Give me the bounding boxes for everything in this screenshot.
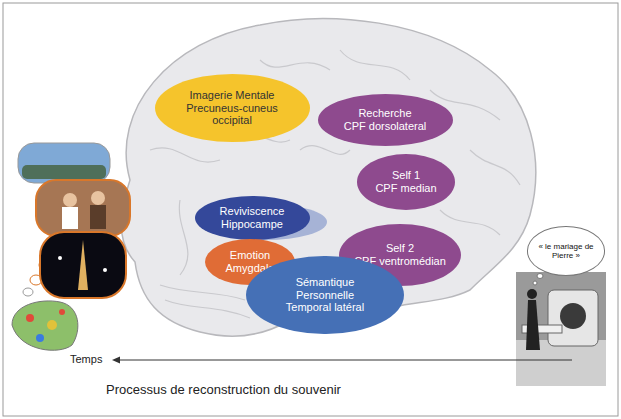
region-ellipse: ReviviscenceHippocampe xyxy=(195,196,310,240)
brain-outline xyxy=(121,19,535,336)
thought-dot xyxy=(537,274,543,279)
brain-map-spot xyxy=(36,334,44,342)
time-line xyxy=(118,360,572,361)
region-ellipse: RechercheCPF dorsolateral xyxy=(318,94,453,146)
light xyxy=(58,256,62,260)
brain-map-spot xyxy=(26,314,34,322)
text-group: Sémantique PersonnelleTemporal latéral xyxy=(270,276,380,315)
brain-map xyxy=(12,301,78,350)
sky-photo-ground xyxy=(22,165,106,179)
light xyxy=(103,268,107,272)
region-ellipse: Sémantique PersonnelleTemporal latéral xyxy=(246,256,403,335)
region-name: Hippocampe xyxy=(220,218,285,231)
operator-head xyxy=(527,289,537,299)
caption-text: Processus de reconstruction du souvenir xyxy=(106,382,341,397)
text-group: Imagerie MentalePrecuneus-cuneus occipit… xyxy=(182,89,282,128)
person xyxy=(62,207,78,229)
person xyxy=(63,193,77,207)
thought-dot xyxy=(23,288,33,296)
region-ellipse: Imagerie MentalePrecuneus-cuneus occipit… xyxy=(155,74,310,142)
memory-thoughts xyxy=(18,143,130,298)
text-group: ReviviscenceHippocampe xyxy=(220,205,285,231)
text-group: RechercheCPF dorsolateral xyxy=(344,107,427,133)
arrow-head xyxy=(112,357,120,364)
tower xyxy=(78,240,88,290)
brain-map-shape xyxy=(12,301,78,350)
frame xyxy=(3,3,618,416)
region-name: Precuneus-cuneus occipital xyxy=(182,102,282,128)
region-function: Reviviscence xyxy=(220,205,285,218)
region-function: « le mariage de Pierre » xyxy=(536,242,596,261)
person xyxy=(90,205,106,229)
person xyxy=(91,191,105,205)
mri-scanner xyxy=(548,290,598,346)
brain-map-spot xyxy=(47,320,57,330)
region-function: Sémantique Personnelle xyxy=(270,276,380,302)
brain-map-spot xyxy=(59,309,65,315)
brain xyxy=(121,19,535,336)
region-ellipse: Self 1CPF median xyxy=(357,154,455,210)
region-name: CPF dorsolateral xyxy=(344,120,427,133)
mri-photo xyxy=(516,272,606,386)
people-photo xyxy=(36,180,130,236)
text-group: « le mariage de Pierre » xyxy=(536,242,596,261)
thought-dot xyxy=(533,281,537,285)
region-function: Imagerie Mentale xyxy=(182,89,282,102)
mri-bore xyxy=(560,303,586,329)
region-function: Recherche xyxy=(344,107,427,120)
region-name: CPF median xyxy=(375,182,436,195)
region-function: Self 1 xyxy=(375,169,436,182)
time-arrow xyxy=(112,357,572,364)
night-photo xyxy=(40,232,126,298)
axis-label: Temps xyxy=(70,353,102,365)
operator xyxy=(526,300,540,350)
region-name: Temporal latéral xyxy=(270,301,380,314)
text-group: Self 1CPF median xyxy=(375,169,436,195)
thought-bubble: « le mariage de Pierre » xyxy=(527,226,606,275)
mri-room xyxy=(516,272,606,386)
region-function: Emotion xyxy=(226,249,275,262)
sky-photo xyxy=(18,143,110,183)
brain-gyri xyxy=(150,50,520,318)
region-function: Self 2 xyxy=(354,242,446,255)
